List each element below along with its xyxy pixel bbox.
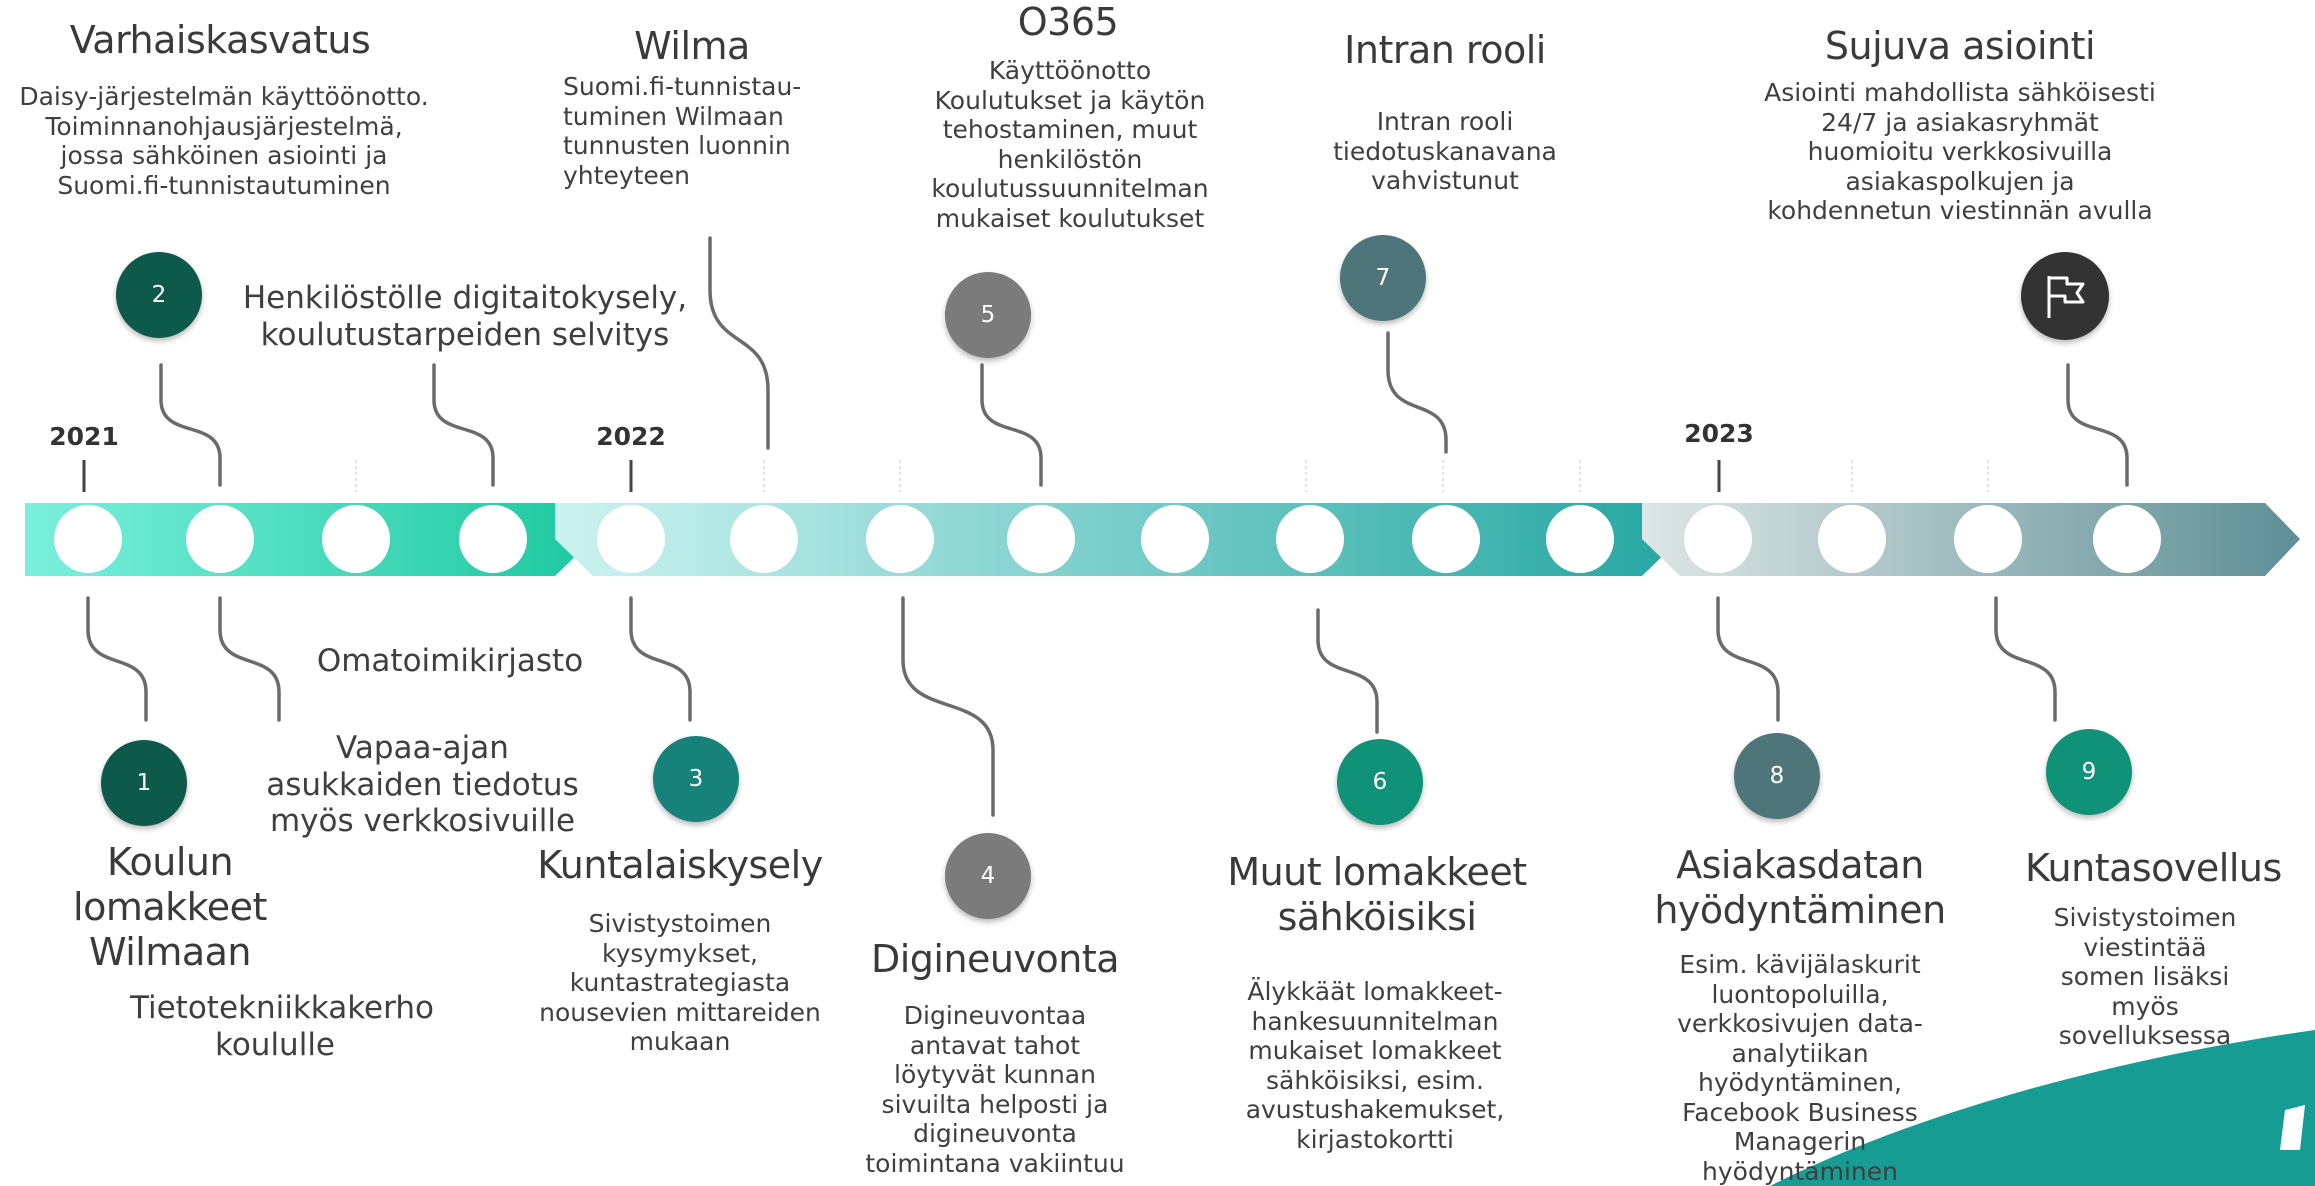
text-digineuvonta: Digineuvontaa antavat tahot löytyvät kun…	[865, 1001, 1125, 1178]
title-asiakasdatan: Asiakasdatan hyödyntäminen	[1654, 843, 1946, 932]
year-label-2022: 2022	[596, 422, 666, 451]
milestone-badge-5: 5	[945, 272, 1031, 358]
connector-wilma	[708, 236, 770, 450]
month-guides	[355, 460, 1989, 492]
text-kuntasovellus: Sivistystoimen viestintää somen lisäksi …	[2053, 903, 2237, 1050]
note-tietotekniikkakerho: Tietotekniikkakerho koululle	[130, 990, 434, 1063]
title-o365: O365	[1017, 0, 1119, 44]
timeline-marker	[1412, 505, 1480, 573]
flag-icon	[2047, 276, 2085, 318]
timeline-markers	[54, 505, 2161, 573]
text-o365: Käyttöönotto Koulutukset ja käytön tehos…	[931, 56, 1209, 233]
connector-henkilosto	[432, 363, 495, 487]
title-koulun-lomakkeet: Koulun lomakkeet Wilmaan	[73, 840, 267, 974]
text-varhaiskasvatus: Daisy-järjestelmän käyttöönotto. Toiminn…	[19, 82, 429, 200]
timeline-marker	[1276, 505, 1344, 573]
title-sujuva-asiointi: Sujuva asiointi	[1824, 24, 2096, 68]
note-henkilosto: Henkilöstölle digitaitokysely, koulutust…	[242, 280, 688, 353]
connector-vapaa	[218, 596, 281, 722]
connector-m8	[1716, 596, 1780, 722]
connector-m2	[159, 363, 222, 487]
title-varhaiskasvatus: Varhaiskasvatus	[69, 18, 371, 62]
milestone-badge-7: 7	[1340, 235, 1426, 321]
timeline-marker	[2093, 505, 2161, 573]
text-intran-rooli: Intran rooli tiedotuskanavana vahvistunu…	[1333, 107, 1557, 195]
title-muut-lomakkeet: Muut lomakkeet sähköisiksi	[1227, 850, 1527, 939]
milestone-badge-9: 9	[2046, 729, 2132, 815]
connector-m5	[980, 363, 1043, 487]
title-kuntalaiskysely: Kuntalaiskysely	[537, 843, 823, 887]
connector-m1	[86, 596, 148, 722]
timeline-marker	[1007, 505, 1075, 573]
timeline-marker	[186, 505, 254, 573]
corner-mark-decoration	[2280, 1105, 2305, 1150]
title-kuntasovellus: Kuntasovellus	[2025, 846, 2282, 890]
milestone-badge-8: 8	[1734, 733, 1820, 819]
timeline-arrow-2021	[25, 503, 593, 576]
timeline-marker	[1818, 505, 1886, 573]
connector-m9	[1994, 596, 2057, 722]
connector-m4	[901, 596, 995, 817]
goal-flag-badge	[2021, 252, 2109, 340]
connectors-below	[86, 596, 2057, 817]
timeline-marker	[322, 505, 390, 573]
corner-wave-decoration	[1770, 1030, 2315, 1186]
text-asiakasdatan: Esim. kävijälaskurit luontopoluilla, ver…	[1677, 950, 1923, 1186]
title-wilma: Wilma	[634, 24, 750, 68]
timeline-marker	[1684, 505, 1752, 573]
timeline-marker	[1546, 505, 1614, 573]
milestone-badge-6: 6	[1337, 739, 1423, 825]
timeline-marker	[730, 505, 798, 573]
text-wilma: Suomi.fi-tunnistau-tuminen Wilmaan tunnu…	[563, 72, 802, 190]
timeline-arrow-2022	[555, 503, 1680, 576]
connector-m3	[629, 596, 692, 722]
timeline-marker	[1141, 505, 1209, 573]
text-sujuva-asiointi: Asiointi mahdollista sähköisesti 24/7 ja…	[1764, 78, 2156, 225]
note-omatoimikirjasto: Omatoimikirjasto	[316, 643, 584, 679]
text-kuntalaiskysely: Sivistystoimen kysymykset, kuntastrategi…	[539, 909, 821, 1056]
title-intran-rooli: Intran rooli	[1344, 28, 1546, 72]
timeline-marker	[54, 505, 122, 573]
timeline-marker	[866, 505, 934, 573]
year-label-2023: 2023	[1684, 419, 1754, 448]
title-digineuvonta: Digineuvonta	[870, 937, 1120, 981]
timeline-marker	[1954, 505, 2022, 573]
connector-m7	[1386, 331, 1448, 454]
milestone-badge-1: 1	[101, 740, 187, 826]
milestone-badge-2: 2	[116, 252, 202, 338]
year-label-2021: 2021	[49, 422, 119, 451]
timeline-marker	[597, 505, 665, 573]
connector-m6	[1316, 608, 1379, 734]
note-vapaa-ajan: Vapaa-ajan asukkaiden tiedotus myös verk…	[266, 730, 579, 840]
connectors-above	[159, 236, 2129, 487]
milestone-badge-3: 3	[653, 736, 739, 822]
connector-flag	[2066, 363, 2129, 487]
text-muut-lomakkeet: Älykkäät lomakkeet-hankesuunnitelman muk…	[1245, 977, 1505, 1154]
milestone-badge-4: 4	[945, 833, 1031, 919]
timeline-marker	[459, 505, 527, 573]
